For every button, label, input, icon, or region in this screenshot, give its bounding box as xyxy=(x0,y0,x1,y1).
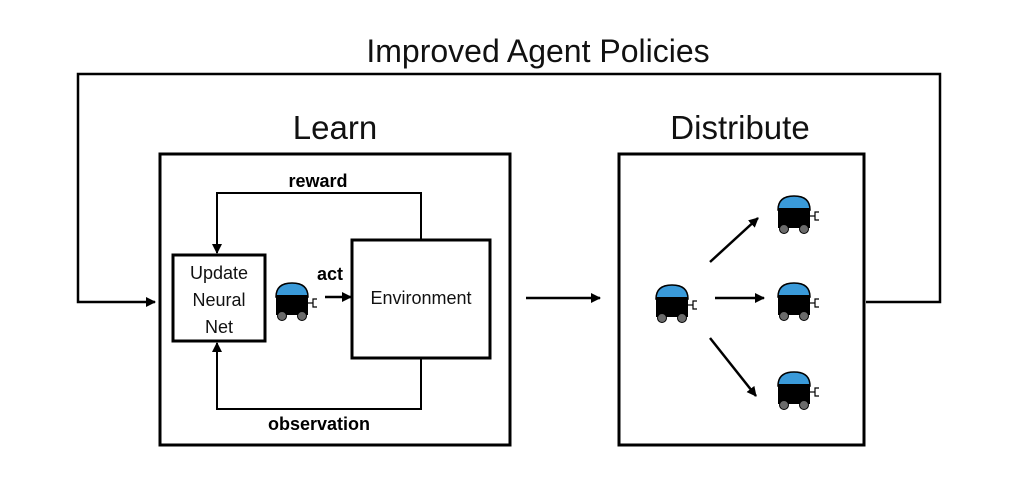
reward-label: reward xyxy=(288,171,347,191)
learn-box xyxy=(158,152,512,447)
feedback-loop-line xyxy=(76,72,942,307)
top-label: Improved Agent Policies xyxy=(366,33,709,69)
learn-title: Learn xyxy=(293,109,377,146)
distribute-title: Distribute xyxy=(670,109,809,146)
act-label: act xyxy=(317,264,343,284)
update-label-line1: Update xyxy=(190,263,248,283)
observation-label: observation xyxy=(268,414,370,434)
update-label-line3: Net xyxy=(205,317,233,337)
distribute-arrow-down xyxy=(709,337,757,397)
environment-label: Environment xyxy=(370,288,471,308)
observation-arrow xyxy=(212,342,422,410)
distribute-box xyxy=(617,152,866,447)
update-neural-net-box xyxy=(171,253,267,343)
distributed-robot-icon-bottom xyxy=(777,371,820,411)
reward-arrow xyxy=(212,192,422,254)
distributed-robot-icon-top xyxy=(777,195,820,235)
robot-agent-icon xyxy=(275,282,318,322)
distribute-arrow-up xyxy=(709,217,759,263)
environment-box xyxy=(350,238,492,360)
update-label-line2: Neural xyxy=(192,290,245,310)
distributed-robot-icon-middle xyxy=(777,282,820,322)
source-robot-icon xyxy=(655,284,698,324)
